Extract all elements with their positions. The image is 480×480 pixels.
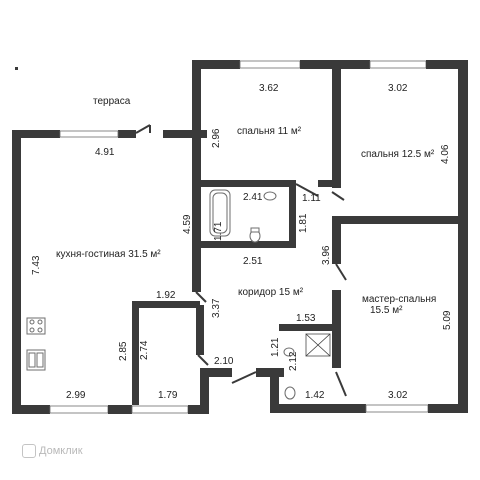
small-bath-door-leaf (335, 371, 347, 397)
wall-kitchen-top-c (163, 130, 207, 138)
bedroom1-door-leaf (295, 183, 319, 197)
terrace-door-leaf (135, 124, 151, 134)
dim-1-92: 1.92 (156, 290, 176, 301)
domclick-watermark: Домклик (22, 444, 83, 458)
dim-1-42: 1.42 (305, 390, 325, 401)
wall-bathroom-right (289, 187, 296, 248)
room-bedroom1-label: спальня 11 м² (237, 126, 302, 137)
dim-4-06: 4.06 (440, 144, 451, 164)
room-bedroom2-label: спальня 12.5 м² (361, 149, 435, 160)
wall-kitchen-top-b (118, 130, 136, 138)
burner-1 (29, 319, 35, 325)
entrance-door-leaf (231, 371, 257, 384)
dim-1-21: 1.21 (270, 337, 281, 357)
wall-bottom-a (12, 405, 50, 414)
toilet-tank (250, 227, 260, 233)
domclick-logo-icon (22, 444, 36, 458)
sink (263, 191, 277, 201)
wall-bed1-bed2 (332, 60, 341, 188)
dim-1-79: 1.79 (158, 390, 178, 401)
dim-2-85: 2.85 (118, 341, 129, 361)
wall-kitchen-right (192, 60, 201, 292)
wall-right (458, 60, 468, 413)
wall-bed2-bottom (332, 216, 468, 224)
wall-small-room-top (132, 301, 200, 308)
window-bedroom1 (239, 60, 301, 69)
bedroom2-door-leaf (331, 191, 345, 201)
wall-bed1-bottom (201, 180, 296, 187)
wall-bottom-d (330, 404, 366, 413)
corner-marker (15, 67, 18, 70)
wall-corridor-right-a (332, 216, 341, 264)
wall-kitchen-top-a (12, 130, 60, 138)
window-master-bottom (365, 404, 429, 413)
dim-3-37: 3.37 (211, 298, 222, 318)
bathtub-inner (212, 192, 228, 234)
watermark-text: Домклик (39, 444, 83, 457)
wall-bathroom-bottom (201, 241, 296, 248)
dim-3-62: 3.62 (259, 83, 279, 94)
dim-2-51: 2.51 (243, 256, 263, 267)
room-master-label-line1: мастер-спальня (362, 294, 436, 305)
dim-4-91: 4.91 (95, 147, 115, 158)
wall-corridor-left (196, 305, 204, 355)
dim-2-99: 2.99 (66, 390, 86, 401)
dim-1-81: 1.81 (298, 213, 309, 233)
dim-2-96: 2.96 (211, 128, 222, 148)
wall-bottom-e (428, 404, 468, 413)
wall-bottom-c (188, 405, 208, 414)
kitchen-sink-bowl-1 (28, 352, 36, 368)
window-kitchen-top (59, 130, 119, 138)
dim-2-12: 2.12 (288, 351, 299, 371)
dim-3-02-top: 3.02 (388, 83, 408, 94)
wall-top-a (192, 60, 240, 69)
wall-entrance-left (200, 368, 232, 377)
room-master-label-line2: 15.5 м² (370, 305, 403, 316)
burner-2 (37, 319, 43, 325)
wall-small-room-left (132, 301, 139, 405)
burner-4 (37, 327, 43, 333)
wall-small-bath-top (279, 324, 339, 331)
room-kitchen-label: кухня-гостиная 31.5 м² (56, 249, 161, 260)
kitchen-door-leaf (195, 291, 207, 303)
wall-bath-bottom (270, 404, 330, 413)
wall-bottom-b (108, 405, 132, 414)
small-toilet (284, 386, 296, 400)
window-bedroom2 (369, 60, 427, 69)
stove (26, 317, 46, 335)
dim-1-53: 1.53 (296, 313, 316, 324)
dim-5-09: 5.09 (442, 310, 453, 330)
burner-3 (29, 327, 35, 333)
dim-3-02-bottom: 3.02 (388, 390, 408, 401)
wall-top-c (426, 60, 468, 69)
dim-2-10: 2.10 (214, 356, 234, 367)
shower-diagonal-2 (305, 333, 331, 357)
kitchen-sink-bowl-2 (36, 352, 44, 368)
wall-kitchen-left (12, 130, 21, 413)
terrace-label: терраса (93, 96, 131, 107)
small-sink (283, 347, 295, 357)
small-room-door-leaf (197, 354, 209, 366)
dim-4-59: 4.59 (182, 214, 193, 234)
dim-2-74: 2.74 (139, 340, 150, 360)
wall-bed1-bottom-right (318, 180, 340, 187)
dim-3-96: 3.96 (321, 245, 332, 265)
dim-2-41: 2.41 (243, 192, 263, 203)
window-small-room-bottom (131, 405, 189, 414)
wall-bottom-step-left (200, 368, 209, 414)
dim-7-43: 7.43 (31, 255, 42, 275)
wall-bath-left (270, 368, 279, 413)
window-kitchen-bottom (49, 405, 109, 414)
master-door-leaf (335, 263, 347, 281)
room-corridor-label: коридор 15 м² (238, 287, 304, 298)
dim-1-11: 1.11 (302, 193, 321, 204)
dim-1-71: 1.71 (213, 221, 224, 241)
